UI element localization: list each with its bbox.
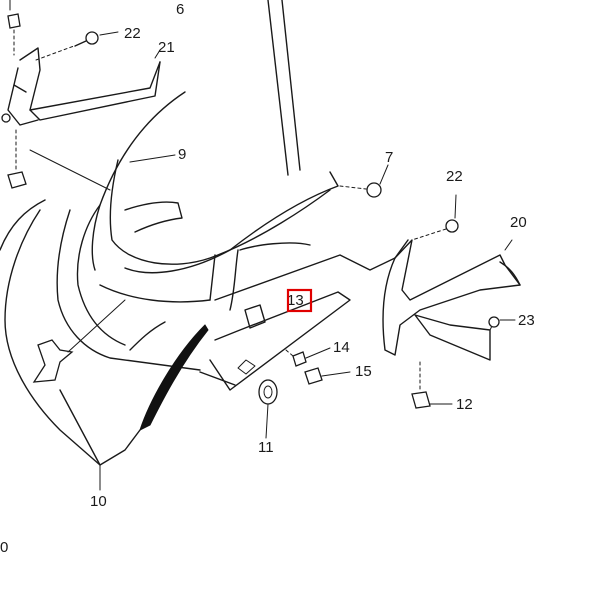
screw-22b — [411, 194, 459, 241]
fairing-emblem — [32, 339, 74, 383]
label-7: 7 — [385, 149, 393, 166]
highlight-box — [286, 288, 313, 313]
label-20: 20 — [510, 214, 527, 231]
side-cover — [199, 254, 396, 391]
label-22-top: 22 — [124, 25, 141, 42]
bolt-15 — [304, 367, 351, 385]
label-10: 10 — [90, 493, 107, 510]
screw-22a — [35, 31, 119, 61]
label-6: 6 — [176, 1, 184, 18]
label-0: 0 — [0, 539, 8, 556]
part-6 — [7, 0, 21, 56]
grommet-14 — [285, 347, 331, 367]
label-23: 23 — [518, 312, 535, 329]
bracket-21 — [1, 47, 161, 126]
frame-edge — [267, 0, 301, 176]
bracket-20 — [382, 239, 521, 356]
label-15: 15 — [355, 363, 372, 380]
label-11: 11 — [258, 439, 274, 456]
lower-right-panel — [411, 314, 516, 409]
windshield-9 — [29, 91, 339, 274]
screw-7 — [339, 164, 389, 198]
label-22-right: 22 — [446, 168, 463, 185]
label-12: 12 — [456, 396, 473, 413]
label-13: 13 — [287, 292, 304, 309]
label-9: 9 — [178, 146, 186, 163]
label-21: 21 — [158, 39, 175, 56]
leader-lines — [67, 49, 176, 491]
label-14: 14 — [333, 339, 350, 356]
upper-fairing-10 — [0, 199, 311, 466]
grommet-11 — [258, 379, 278, 439]
clip-left — [7, 129, 27, 189]
